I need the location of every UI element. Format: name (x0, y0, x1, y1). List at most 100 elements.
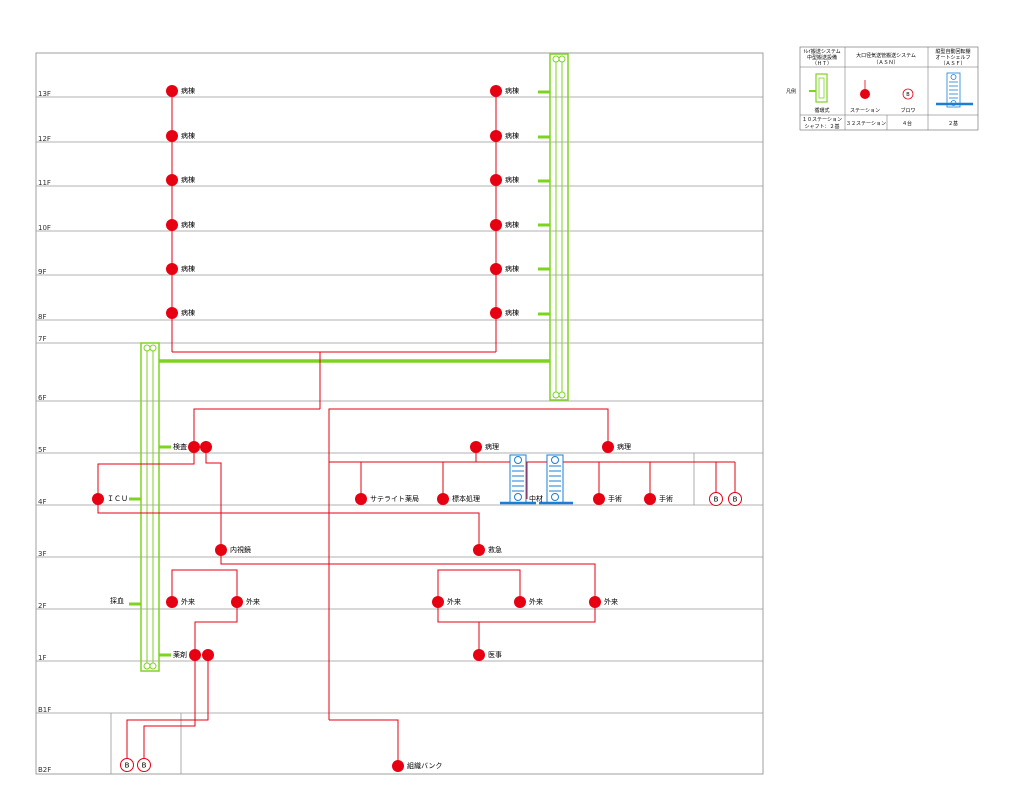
station-label: 検査 (173, 442, 187, 451)
legend-col1-header: 中型搬送設備 (807, 54, 837, 61)
station-dot (231, 596, 243, 608)
legend-col1-header: ﾄﾚｲ搬送システム (803, 48, 840, 55)
floor-label-b1f: B1F (38, 706, 51, 714)
station-dot (437, 493, 449, 505)
station-labels: 病棟 病棟 病棟 病棟 病棟 病棟 病棟 病棟 病棟 病棟 病棟 病棟 検査 病… (107, 86, 673, 770)
blower-icon (709, 492, 723, 506)
floor-label-7f: 7F (38, 335, 46, 343)
floor-lines (36, 96, 763, 714)
station-label: 薬剤 (173, 650, 187, 659)
diagram-frame (35, 52, 764, 775)
station-label: 病棟 (181, 220, 195, 229)
legend-col1-count: シャフト：２基 (804, 123, 839, 130)
station-dot (490, 174, 502, 186)
station-label: 病棟 (181, 86, 195, 95)
station-dot (644, 493, 656, 505)
floor-label-6f: 6F (38, 394, 46, 402)
legend-col1-count: １０ステーション (802, 117, 842, 123)
station-label: 外来 (529, 597, 543, 606)
legend-col3-header: オートシェルフ (935, 55, 970, 61)
floor-label-9f: 9F (38, 268, 46, 276)
station-dot (470, 441, 482, 453)
station-dot (166, 219, 178, 231)
station-label: 病棟 (505, 308, 519, 317)
station-label: 外来 (447, 597, 461, 606)
station-dot (593, 493, 605, 505)
ht-shaft-right (538, 53, 569, 401)
floor-label-10f: 10F (38, 224, 51, 232)
legend-station-icon (860, 89, 870, 99)
station-label: 中材 (529, 494, 543, 503)
station-dot (200, 441, 212, 453)
station-dot (355, 493, 367, 505)
asf-unit-left (500, 454, 536, 505)
station-label: 病棟 (505, 264, 519, 273)
station-label: 救急 (488, 545, 502, 554)
station-label: 組織バンク (407, 761, 442, 770)
station-dot (473, 649, 485, 661)
station-dot (166, 307, 178, 319)
station-dot (166, 130, 178, 142)
station-dot (490, 307, 502, 319)
floor-label-12f: 12F (38, 135, 51, 143)
station-label: 病棟 (181, 131, 195, 140)
station-dot (166, 174, 178, 186)
ht-shaft-left (129, 342, 171, 672)
legend-col1-symbol: 循環式 (814, 107, 829, 114)
asn-tubes (97, 91, 736, 766)
legend-blower-letter: B (906, 92, 910, 98)
station-label: 病棟 (181, 308, 195, 317)
floor-label-5f: 5F (38, 446, 46, 454)
station-label: 医事 (488, 650, 502, 659)
station-dot (490, 85, 502, 97)
station-dot (188, 441, 200, 453)
station-label: 病棟 (505, 131, 519, 140)
legend-col2-symbol-a: ステーション (850, 108, 880, 114)
station-dot (202, 649, 214, 661)
floor-label-4f: 4F (38, 498, 46, 506)
station-label: 外来 (181, 597, 195, 606)
blowers: B B B B (120, 492, 742, 772)
floor-label-2f: 2F (38, 602, 46, 610)
station-label: 標本処理 (452, 494, 480, 503)
legend-col2-count-b: ４台 (902, 120, 912, 127)
station-dot (166, 263, 178, 275)
legend-col2-header: （ＡＳＮ） (873, 60, 898, 66)
blower-icon (137, 758, 151, 772)
station-label: 病棟 (181, 175, 195, 184)
station-dot (490, 130, 502, 142)
station-label: 病棟 (505, 220, 519, 229)
blower-label: B (142, 762, 147, 770)
station-label: ＩＣＵ (107, 495, 128, 503)
floor-labels: 13F 12F 11F 10F 9F 8F 7F 6F 5F 4F 3F 2F … (38, 90, 51, 774)
floor-label-1f: 1F (38, 654, 46, 662)
station-dot (490, 219, 502, 231)
floor-label-b2f: B2F (38, 766, 51, 774)
station-dot (602, 441, 614, 453)
legend-asf-symbol (936, 72, 973, 108)
legend: 凡例 ﾄﾚｲ搬送システム 中型搬送設備 （ＨＴ） 大口径気送管搬送システム （Ａ… (786, 46, 979, 131)
station-dot (166, 596, 178, 608)
blower-label: B (733, 496, 738, 504)
station-label: 外来 (246, 597, 260, 606)
station-label: 内視鏡 (230, 545, 251, 554)
station-label: サテライト薬局 (370, 494, 419, 503)
station-dot (189, 649, 201, 661)
stations (92, 85, 656, 772)
legend-col2-count-a: ３２ステーション (846, 121, 886, 127)
station-dot (589, 596, 601, 608)
station-dot (92, 493, 104, 505)
station-dot (166, 85, 178, 97)
station-label: 病理 (617, 442, 631, 451)
station-dot (432, 596, 444, 608)
legend-col3-header: （ＡＳＦ） (940, 61, 965, 67)
station-label: 病棟 (505, 86, 519, 95)
station-label: 採血 (110, 596, 124, 605)
floor-label-8f: 8F (38, 313, 46, 321)
legend-col3-header: 縦型自動回転棚 (935, 48, 970, 55)
station-label: 病理 (485, 442, 499, 451)
asf-unit-right (539, 454, 573, 505)
station-dot (473, 544, 485, 556)
legend-col2-header: 大口径気送管搬送システム (856, 52, 916, 59)
